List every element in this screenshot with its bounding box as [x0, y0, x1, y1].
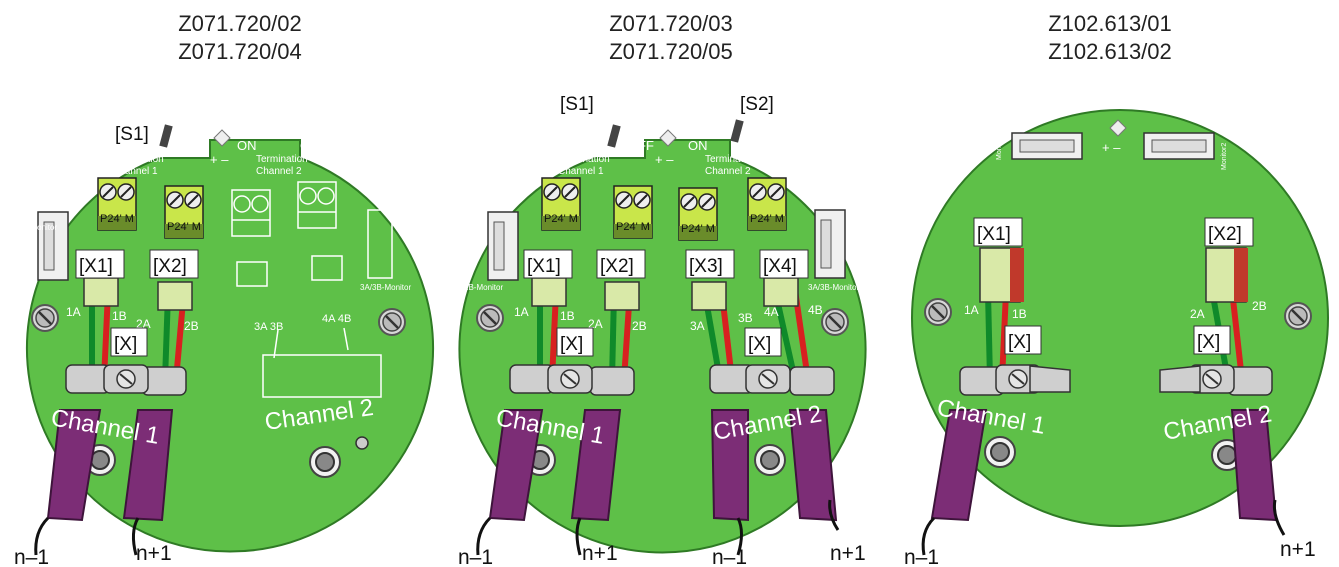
panel1-termination1-line1: Termination — [112, 154, 164, 165]
panel2-termination1-line1: Termination — [558, 154, 610, 165]
panel2-terminal3-label: P24' M — [681, 223, 715, 235]
panel2-off-label-2: OFF — [748, 138, 774, 153]
panel3-board — [911, 109, 1329, 527]
panel2-wire-3b: 3B — [738, 311, 753, 325]
panel3-monitor1-label: Monitor1 — [996, 133, 1003, 160]
panel2-connector-x1: [X1] — [527, 256, 561, 277]
panel3-title-line2: Z102.613/02 — [1048, 39, 1172, 64]
panel3-cable-n-plus-1: n+1 — [1280, 538, 1316, 561]
panel1-on-label-2: ON — [237, 138, 257, 153]
panel3-wire-2a: 2A — [1190, 307, 1205, 321]
panel3-cable-n-minus-1: n–1 — [904, 546, 939, 567]
panel3-plus-minus: + – — [1102, 140, 1121, 155]
panel3-wire-1a: 1A — [964, 303, 979, 317]
panel2-off-label: OFF — [628, 138, 654, 153]
panel1-terminal1-label: P24' M — [100, 213, 134, 225]
panel1-off-label: OFF — [180, 138, 206, 153]
panel2-monitor2-label: 3A/3B-Monitor — [808, 283, 859, 292]
panel2-connector-x4: [X4] — [763, 256, 797, 277]
panel1-wire-1a: 1A — [66, 305, 81, 319]
panel2-clamp-label-1: [X] — [560, 334, 583, 355]
panel1-termination2-line1: Termination — [256, 154, 308, 165]
panel2-on-label: ON — [565, 138, 585, 153]
panel1-wire-4a4b: 4A 4B — [322, 313, 351, 325]
panel2-board — [458, 119, 867, 554]
panel3-connector-x1: [X1] — [977, 224, 1011, 245]
panel2-title: Z071.720/03 Z071.720/05 — [541, 10, 801, 66]
panel1-title-line2: Z071.720/04 — [178, 39, 302, 64]
panel2-switch-s2-label: [S2] — [740, 94, 774, 115]
panel2-switch-s1-label: [S1] — [560, 94, 594, 115]
panel3-connector-x2: [X2] — [1208, 224, 1242, 245]
panel2-wire-4b: 4B — [808, 303, 823, 317]
panel1-plus-minus: + – — [210, 152, 229, 167]
panel1-title: Z071.720/02 Z071.720/04 — [110, 10, 370, 66]
panel3-wire-2b: 2B — [1252, 299, 1267, 313]
panel2-wire-1a: 1A — [514, 305, 529, 319]
panel1-off-label-2: OFF — [300, 138, 326, 153]
panel3-monitor2-label: Monitor2 — [1221, 143, 1228, 170]
panel1-on-label: ON — [120, 138, 140, 153]
panel1-termination2-line2: Channel 2 — [256, 166, 302, 177]
panel1-board — [26, 124, 434, 553]
panel1-wire-2b: 2B — [184, 319, 199, 333]
panel2-terminal4-label: P24' M — [750, 213, 784, 225]
panel1-title-line1: Z071.720/02 — [178, 11, 302, 36]
panel1-monitor1-label: 1A/1B-Monitor — [6, 223, 57, 232]
panel2-wire-3a: 3A — [690, 319, 705, 333]
panel2-monitor1-label: 1A/1B-Monitor — [452, 283, 503, 292]
panel1-clamp-label: [X] — [114, 334, 137, 355]
panel3-clamp-label-1: [X] — [1008, 332, 1031, 353]
panel2-termination1-line2: Channel 1 — [558, 166, 604, 177]
panel2-wire-4a: 4A — [764, 305, 779, 319]
panel2-wire-1b: 1B — [560, 309, 575, 323]
panel3-clamp-label-2: [X] — [1197, 332, 1220, 353]
panel2-wire-2b: 2B — [632, 319, 647, 333]
panel1-termination1-line2: Channel 1 — [112, 166, 158, 177]
panel1-cable-n-plus-1: n+1 — [136, 542, 172, 565]
panel2-cable-1: n–1 — [458, 546, 493, 567]
panel2-title-line2: Z071.720/05 — [609, 39, 733, 64]
panel1-wire-1b: 1B — [112, 309, 127, 323]
panel3-title: Z102.613/01 Z102.613/02 — [980, 10, 1240, 66]
panel2-terminal1-label: P24' M — [544, 213, 578, 225]
panel3-title-line1: Z102.613/01 — [1048, 11, 1172, 36]
panel2-cable-4: n+1 — [830, 542, 866, 565]
panel2-cable-2: n+1 — [582, 542, 618, 565]
panel1-terminal2-label: P24' M — [167, 221, 201, 233]
panel2-connector-x3: [X3] — [689, 256, 723, 277]
panel2-termination2-line1: Termination — [705, 154, 757, 165]
panel2-cable-3: n–1 — [712, 546, 747, 567]
panel1-monitor2-label: 3A/3B-Monitor — [360, 283, 411, 292]
panel3-wire-1b: 1B — [1012, 307, 1027, 321]
panel1-wire-3a3b: 3A 3B — [254, 321, 283, 333]
panel2-termination2-line2: Channel 2 — [705, 166, 751, 177]
panel2-plus-minus: + – — [655, 152, 674, 167]
panel2-title-line1: Z071.720/03 — [609, 11, 733, 36]
panel2-connector-x2: [X2] — [600, 256, 634, 277]
panel2-on-label-2: ON — [688, 138, 708, 153]
panel1-connector-x1: [X1] — [79, 256, 113, 277]
panel1-cable-n-minus-1: n–1 — [14, 546, 49, 567]
panel1-switch-s1-label: [S1] — [115, 124, 149, 145]
panel2-terminal2-label: P24' M — [616, 221, 650, 233]
panel1-connector-x2: [X2] — [153, 256, 187, 277]
panel2-clamp-label-2: [X] — [748, 334, 771, 355]
